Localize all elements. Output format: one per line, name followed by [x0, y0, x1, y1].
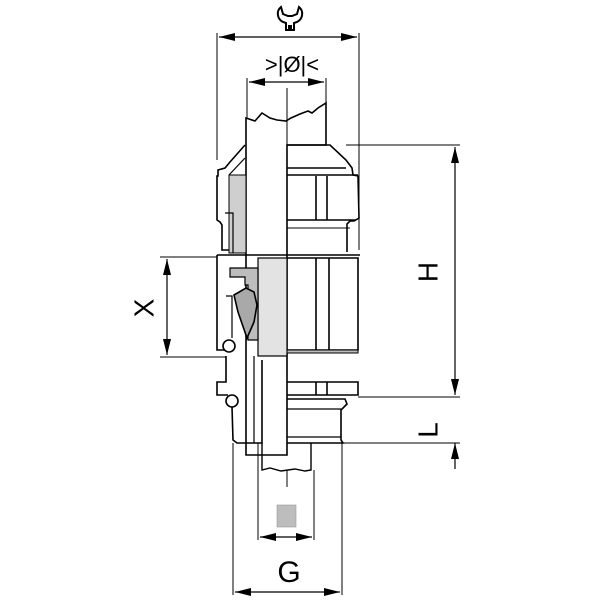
seal-range-dimension: X [128, 256, 226, 358]
height-dimension: H [346, 144, 460, 398]
body-section [216, 254, 360, 357]
thread-dimension: G [232, 443, 343, 596]
seal-range-label: X [128, 298, 159, 317]
length-label: L [412, 422, 443, 438]
wrench-icon [276, 5, 304, 31]
length-dimension: L [341, 422, 460, 469]
height-label: H [412, 262, 443, 282]
thread-section [216, 356, 359, 528]
thread-label: G [277, 556, 300, 589]
diameter-label: >|Ø|< [265, 52, 319, 77]
cap-nut [216, 144, 360, 254]
diameter-dimension: >|Ø|< [246, 52, 327, 125]
